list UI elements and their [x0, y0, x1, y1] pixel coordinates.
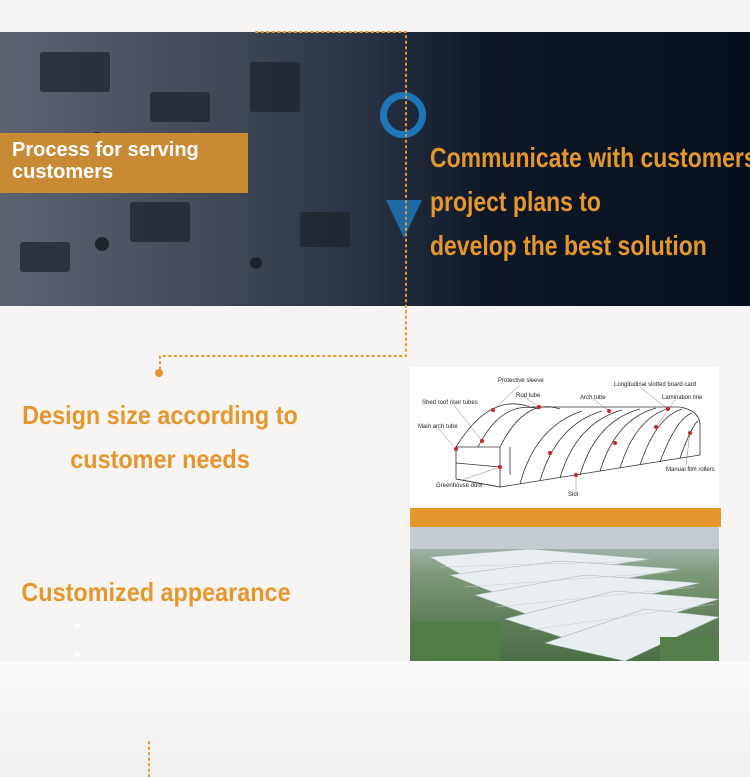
orange-divider-bar	[410, 508, 721, 527]
circuit-dot	[95, 237, 109, 251]
label-greenhouse-door: Greenhouse door	[436, 483, 483, 489]
design-size-line: customer needs	[70, 444, 250, 474]
label-rod-tube: Rod tube	[516, 393, 541, 399]
triangle-icon	[386, 200, 422, 238]
badge-line: customers	[12, 161, 114, 183]
label-main-arch-tube: Main arch tube	[418, 424, 458, 430]
customized-appearance-heading: Customized appearance	[21, 577, 291, 607]
label-shed-roof-riser-tubes: Shed roof riser tubes	[422, 400, 478, 406]
hero-text-line: project plans to	[430, 186, 601, 217]
circuit-chip	[250, 62, 300, 112]
top-strip	[0, 0, 750, 32]
label-manual-film-rollers: Manual film rollers	[666, 467, 715, 473]
circuit-dot	[250, 257, 262, 269]
bottom-section	[0, 661, 750, 777]
hero-text: Communicate with customers' project plan…	[430, 136, 750, 268]
bullet-dot	[75, 652, 80, 657]
process-badge: Process for serving customers	[0, 133, 248, 193]
design-size-line: Design size according to	[22, 400, 298, 430]
greenhouse-diagram: Protective sleeve Rod tube Shed roof ris…	[410, 367, 719, 507]
greenhouse-aerial-photo	[410, 527, 719, 661]
circuit-chip	[40, 52, 110, 92]
hero-text-line: Communicate with customers'	[430, 142, 750, 173]
ring-icon	[380, 92, 426, 138]
label-arch-tube: Arch tube	[580, 395, 606, 401]
label-slot: Slot	[568, 492, 579, 498]
label-longitudinal-slotted-board-card: Longitudinal slotted board card	[614, 382, 696, 388]
circuit-chip	[130, 202, 190, 242]
label-protective-sleeve: Protective sleeve	[498, 378, 544, 384]
circuit-chip	[300, 212, 350, 247]
design-size-heading: Design size according to customer needs	[16, 393, 304, 481]
circuit-chip	[150, 92, 210, 122]
circuit-chip	[20, 242, 70, 272]
label-lamination-line: Lamination line	[662, 395, 703, 401]
bullet-dot	[75, 623, 80, 628]
hero-text-line: develop the best solution	[430, 230, 707, 261]
badge-line: Process for serving	[12, 139, 199, 161]
